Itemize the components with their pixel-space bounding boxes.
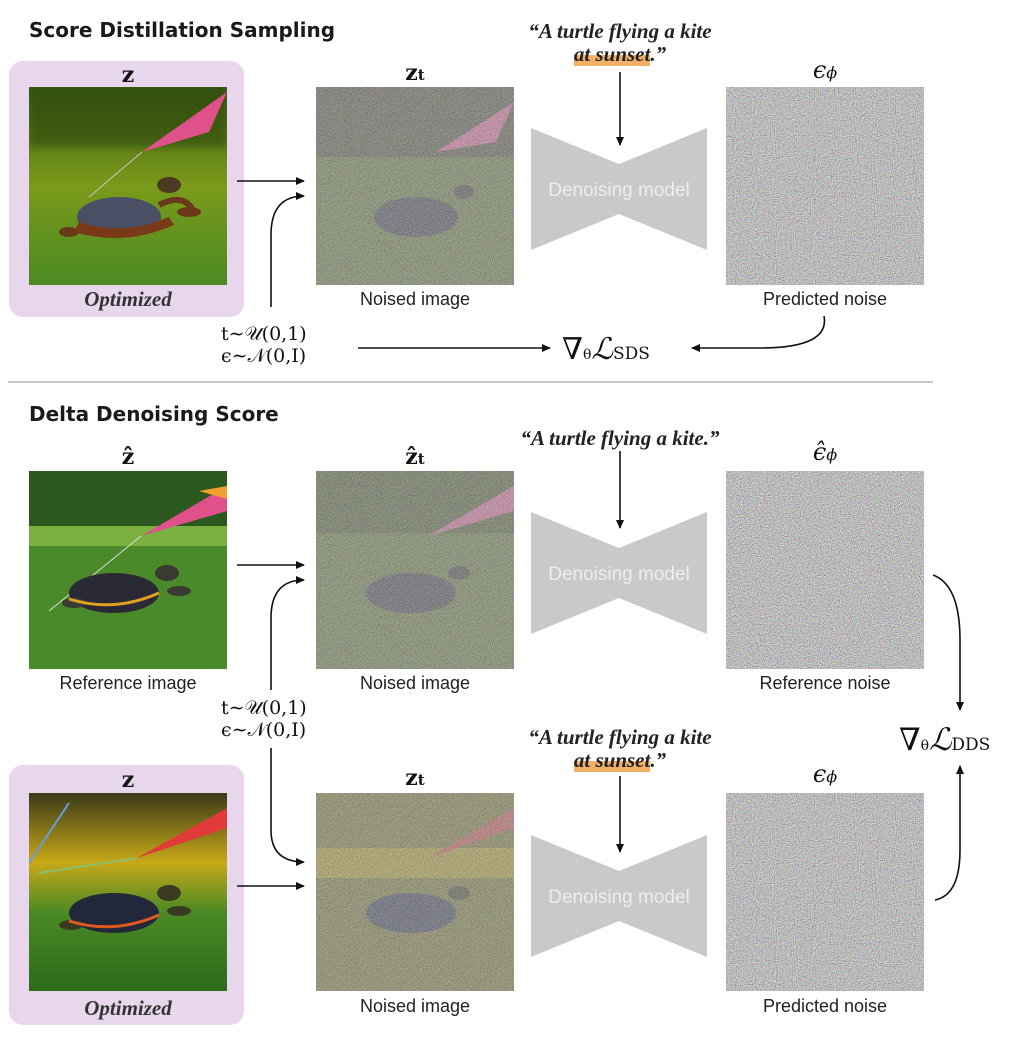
dds-predicted-noise-image <box>726 793 924 991</box>
dds-optimized-label: Optimized <box>29 996 227 1021</box>
dds-prompt: “A turtle flying a kite at sunset.” <box>480 726 760 772</box>
sds-z-symbol: z <box>29 62 227 88</box>
dds-reference-image <box>29 471 227 669</box>
dds-t-sampling: t∼𝒰(0,1) <box>221 697 307 719</box>
dds-prompt-highlight: at sunset <box>574 748 650 772</box>
sds-optimized-label: Optimized <box>29 287 227 312</box>
sds-predicted-noise-image <box>726 87 924 285</box>
dds-zhat-symbol: ẑ <box>29 444 227 470</box>
dds-eps-symbol: ϵϕ <box>726 760 924 788</box>
dds-arrow-t-to-noised-bottom <box>271 748 304 862</box>
dds-arrow-t-to-noised-top <box>271 580 304 690</box>
sds-prompt-highlight: at sunset <box>574 42 650 66</box>
sds-eps-symbol: ϵϕ <box>726 56 924 84</box>
dds-prompt-line1: “A turtle flying a kite <box>480 726 760 749</box>
sds-predicted-caption: Predicted noise <box>726 289 924 310</box>
sds-sampling-expr: t∼𝒰(0,1) ϵ∼𝒩(0,I) <box>221 323 307 367</box>
sds-prompt-line1: “A turtle flying a kite <box>480 20 760 43</box>
dds-model-label-top: Denoising model <box>531 564 707 586</box>
sds-denoising-model: Denoising model <box>531 128 707 250</box>
dds-reference-noise-image <box>726 471 924 669</box>
sds-gradient-loss: ∇θℒSDS <box>562 332 650 367</box>
sds-prompt: “A turtle flying a kite at sunset.” <box>480 20 760 66</box>
dds-gradient-loss: ∇θℒDDS <box>899 722 990 758</box>
dds-arrow-refnoise-to-grad <box>933 575 960 710</box>
sds-prompt-end: .” <box>650 42 666 66</box>
sds-arrow-noise-to-grad <box>692 316 824 348</box>
dds-epshat-symbol: ϵ̂ϕ <box>726 438 924 466</box>
dds-reference-caption: Reference image <box>29 673 227 694</box>
sds-section-title: Score Distillation Sampling <box>29 18 335 42</box>
dds-sampling-expr: t∼𝒰(0,1) ϵ∼𝒩(0,I) <box>221 697 307 741</box>
dds-arrow-prednoise-to-grad <box>935 766 960 900</box>
dds-reference-noise-caption: Reference noise <box>726 673 924 694</box>
sds-arrow-t-to-noised <box>271 196 304 307</box>
sds-noised-image <box>316 87 514 285</box>
sds-model-label: Denoising model <box>531 180 707 202</box>
dds-z-symbol: z <box>29 767 227 793</box>
dds-noised-image-top <box>316 471 514 669</box>
dds-section-title: Delta Denoising Score <box>29 402 279 426</box>
sds-eps-sampling: ϵ∼𝒩(0,I) <box>221 345 307 367</box>
dds-predicted-caption: Predicted noise <box>726 996 924 1017</box>
dds-ref-prompt: “A turtle flying a kite.” <box>480 427 760 450</box>
dds-noised-caption-bottom: Noised image <box>316 996 514 1017</box>
sds-t-sampling: t∼𝒰(0,1) <box>221 323 307 345</box>
dds-prompt-end: .” <box>650 748 666 772</box>
dds-denoising-model-bottom: Denoising model <box>531 835 707 957</box>
sds-optimized-image <box>29 87 227 285</box>
dds-noised-image-bottom <box>316 793 514 991</box>
sds-noised-caption: Noised image <box>316 289 514 310</box>
dds-noised-caption-top: Noised image <box>316 673 514 694</box>
dds-model-label-bottom: Denoising model <box>531 887 707 909</box>
section-divider <box>8 381 933 383</box>
dds-optimized-image <box>29 793 227 991</box>
dds-denoising-model-top: Denoising model <box>531 512 707 634</box>
dds-eps-sampling: ϵ∼𝒩(0,I) <box>221 719 307 741</box>
